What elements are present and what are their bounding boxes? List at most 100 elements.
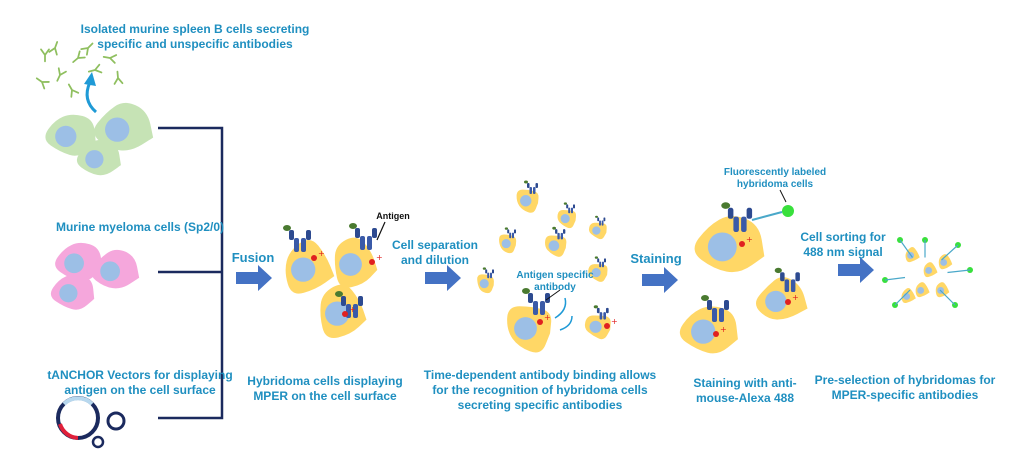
- antibody-stroke: [56, 67, 67, 82]
- anchor-arm: [746, 207, 753, 219]
- antibody-icon: [67, 83, 80, 98]
- antibody-stroke: [102, 54, 118, 64]
- binding-arrow-icon: [559, 315, 573, 331]
- anchor-arm: [563, 229, 566, 234]
- anchor-arm: [707, 300, 712, 310]
- anchor-arm: [358, 296, 363, 306]
- nucleus: [925, 267, 933, 274]
- nucleus: [291, 257, 316, 282]
- antibody-icon: [35, 77, 50, 90]
- plasmid-icon: [91, 435, 105, 449]
- nucleus: [100, 261, 120, 282]
- anchor-arm: [724, 300, 729, 310]
- antigen-dot: [563, 202, 567, 205]
- anchor-chain: [490, 272, 492, 279]
- anchor-chain: [557, 232, 560, 240]
- secretion-arrow-icon: [84, 72, 96, 86]
- anchor-chain: [599, 312, 603, 320]
- anchor-chain: [719, 308, 724, 322]
- nucleus: [55, 125, 77, 148]
- nucleus: [765, 290, 787, 313]
- red-star-icon: [739, 241, 745, 247]
- anchor-chain: [733, 216, 739, 232]
- antibody-stroke: [72, 50, 86, 63]
- antigen-dot: [283, 225, 291, 231]
- fluorescent-label: Fluorescently labeled hybridoma cells: [723, 167, 827, 190]
- anchor-arm: [545, 293, 550, 303]
- red-star-icon: [342, 311, 348, 317]
- merge-bracket: [158, 126, 224, 420]
- anchor-arm: [507, 229, 510, 234]
- antigen-label: Antigen: [376, 211, 410, 221]
- anchor-antibody-icon: [552, 226, 566, 240]
- anchor-chain: [784, 279, 790, 292]
- anchor-chain: [512, 232, 514, 239]
- anchor-antibody-icon: [524, 180, 538, 194]
- nucleus: [85, 150, 104, 169]
- antigen-dot: [504, 227, 508, 230]
- red-star-icon: [311, 255, 317, 261]
- secondary-antibody-icon: [899, 239, 913, 258]
- anchor-antibody-icon: [701, 295, 729, 322]
- nucleus: [339, 253, 362, 276]
- anchor-antibody-icon: [522, 288, 550, 315]
- red-star-icon: +: [349, 305, 356, 314]
- anchor-arm: [573, 204, 575, 209]
- antibody-stroke: [48, 41, 59, 56]
- red-star-icon: +: [792, 293, 799, 302]
- antigen-dot: [522, 288, 530, 294]
- red-star-icon: +: [544, 313, 551, 322]
- anchor-antibody-icon: [283, 225, 311, 252]
- bcells-label: Isolated murine spleen B cells secreting…: [80, 22, 310, 51]
- anchor-arm: [596, 307, 600, 314]
- nucleus: [501, 239, 511, 249]
- anchor-chain: [712, 308, 717, 322]
- process-arrow-icon: [838, 257, 874, 283]
- antigen-dot: [349, 223, 357, 229]
- anchor-chain: [603, 312, 606, 320]
- anchor-chain: [301, 238, 306, 252]
- plasmid-segment-icon: [62, 396, 94, 406]
- anchor-arm: [597, 217, 600, 222]
- anchor-chain: [294, 238, 299, 252]
- antibody-icon: [113, 70, 124, 85]
- anchor-chain: [533, 187, 536, 194]
- red-star-icon: [537, 319, 543, 325]
- nucleus: [479, 279, 489, 289]
- antibody-stroke: [67, 83, 80, 98]
- nucleus: [592, 226, 601, 235]
- anchor-arm: [780, 272, 785, 282]
- anchor-arm: [492, 269, 494, 274]
- secondary-antibody-icon: [751, 211, 783, 221]
- antigen-dot: [552, 226, 556, 230]
- secondary-antibody-icon: [947, 269, 971, 274]
- antibody-stroke: [80, 42, 94, 56]
- secretion-arrow-icon: [85, 81, 98, 114]
- antibody-icon: [40, 48, 50, 63]
- nucleus: [560, 214, 570, 224]
- anchor-chain: [533, 301, 538, 315]
- anchor-antibody-icon: [593, 305, 609, 320]
- nucleus: [514, 317, 537, 340]
- antibody-stroke: [35, 77, 50, 90]
- anchor-chain: [568, 207, 571, 214]
- antibody-icon: [48, 41, 59, 56]
- fusion-label: Fusion: [231, 250, 275, 265]
- staining-label: Staining: [630, 251, 682, 266]
- anchor-chain: [487, 272, 490, 279]
- anchor-chain: [529, 187, 532, 194]
- anchor-arm: [727, 207, 734, 219]
- myeloma-label: Murine myeloma cells (Sp2/0): [55, 220, 225, 234]
- anchor-arm: [289, 230, 294, 240]
- anchor-antibody-icon: [594, 256, 606, 268]
- secondary-antibody-icon: [941, 244, 959, 261]
- antigen-specific-label: Antigen specific antibody: [516, 270, 594, 293]
- process-arrow-icon: [236, 265, 272, 291]
- binding-arrow-icon: [554, 297, 567, 319]
- antigen-dot: [482, 267, 486, 270]
- nucleus: [589, 320, 602, 333]
- secondary-antibody-icon: [884, 276, 906, 281]
- time-dependent-label: Time-dependent antibody binding allows f…: [423, 368, 657, 412]
- antigen-dot: [594, 256, 598, 259]
